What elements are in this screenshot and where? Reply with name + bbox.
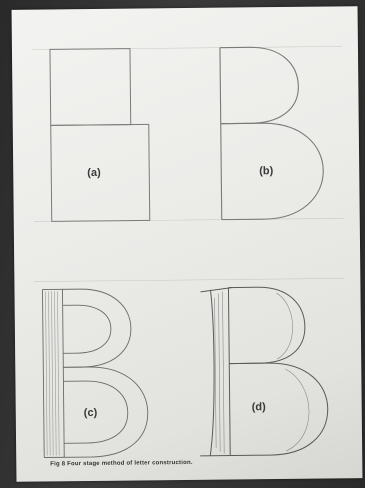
paper-sheet: (a) (b) (c) (d) Fig 8 Four stage method … (12, 6, 363, 482)
stage-d-stem-left (208, 290, 215, 456)
stage-c-stem-right (62, 289, 64, 457)
guide-line-lower (34, 278, 344, 281)
stage-b-upper-bowl (220, 47, 299, 124)
stage-d-stem-hatching (215, 292, 225, 454)
letter-construction-drawing (12, 6, 363, 482)
stage-c-stem-left (42, 290, 44, 458)
stage-d-top-serif (200, 288, 232, 292)
stage-a-boxes (50, 48, 150, 221)
stage-c-upper-bowl (42, 289, 131, 368)
stage-a-label: (a) (87, 167, 101, 179)
stage-a-upper-box (50, 49, 131, 126)
stage-c-letter (42, 288, 148, 457)
stage-d-bowl-shading (277, 293, 310, 451)
stage-c-stem-hatching (45, 291, 59, 455)
stage-d-label: (d) (252, 401, 266, 413)
stage-c-upper-counter (63, 305, 112, 354)
stage-d-upper-bowl (228, 287, 305, 364)
stage-b-label: (b) (259, 165, 273, 177)
stage-b-outline (220, 47, 324, 220)
stage-d-letter (198, 287, 328, 456)
stage-d-stem-right (228, 288, 230, 456)
stage-b-stem (220, 48, 222, 220)
stage-c-label: (c) (84, 407, 98, 419)
